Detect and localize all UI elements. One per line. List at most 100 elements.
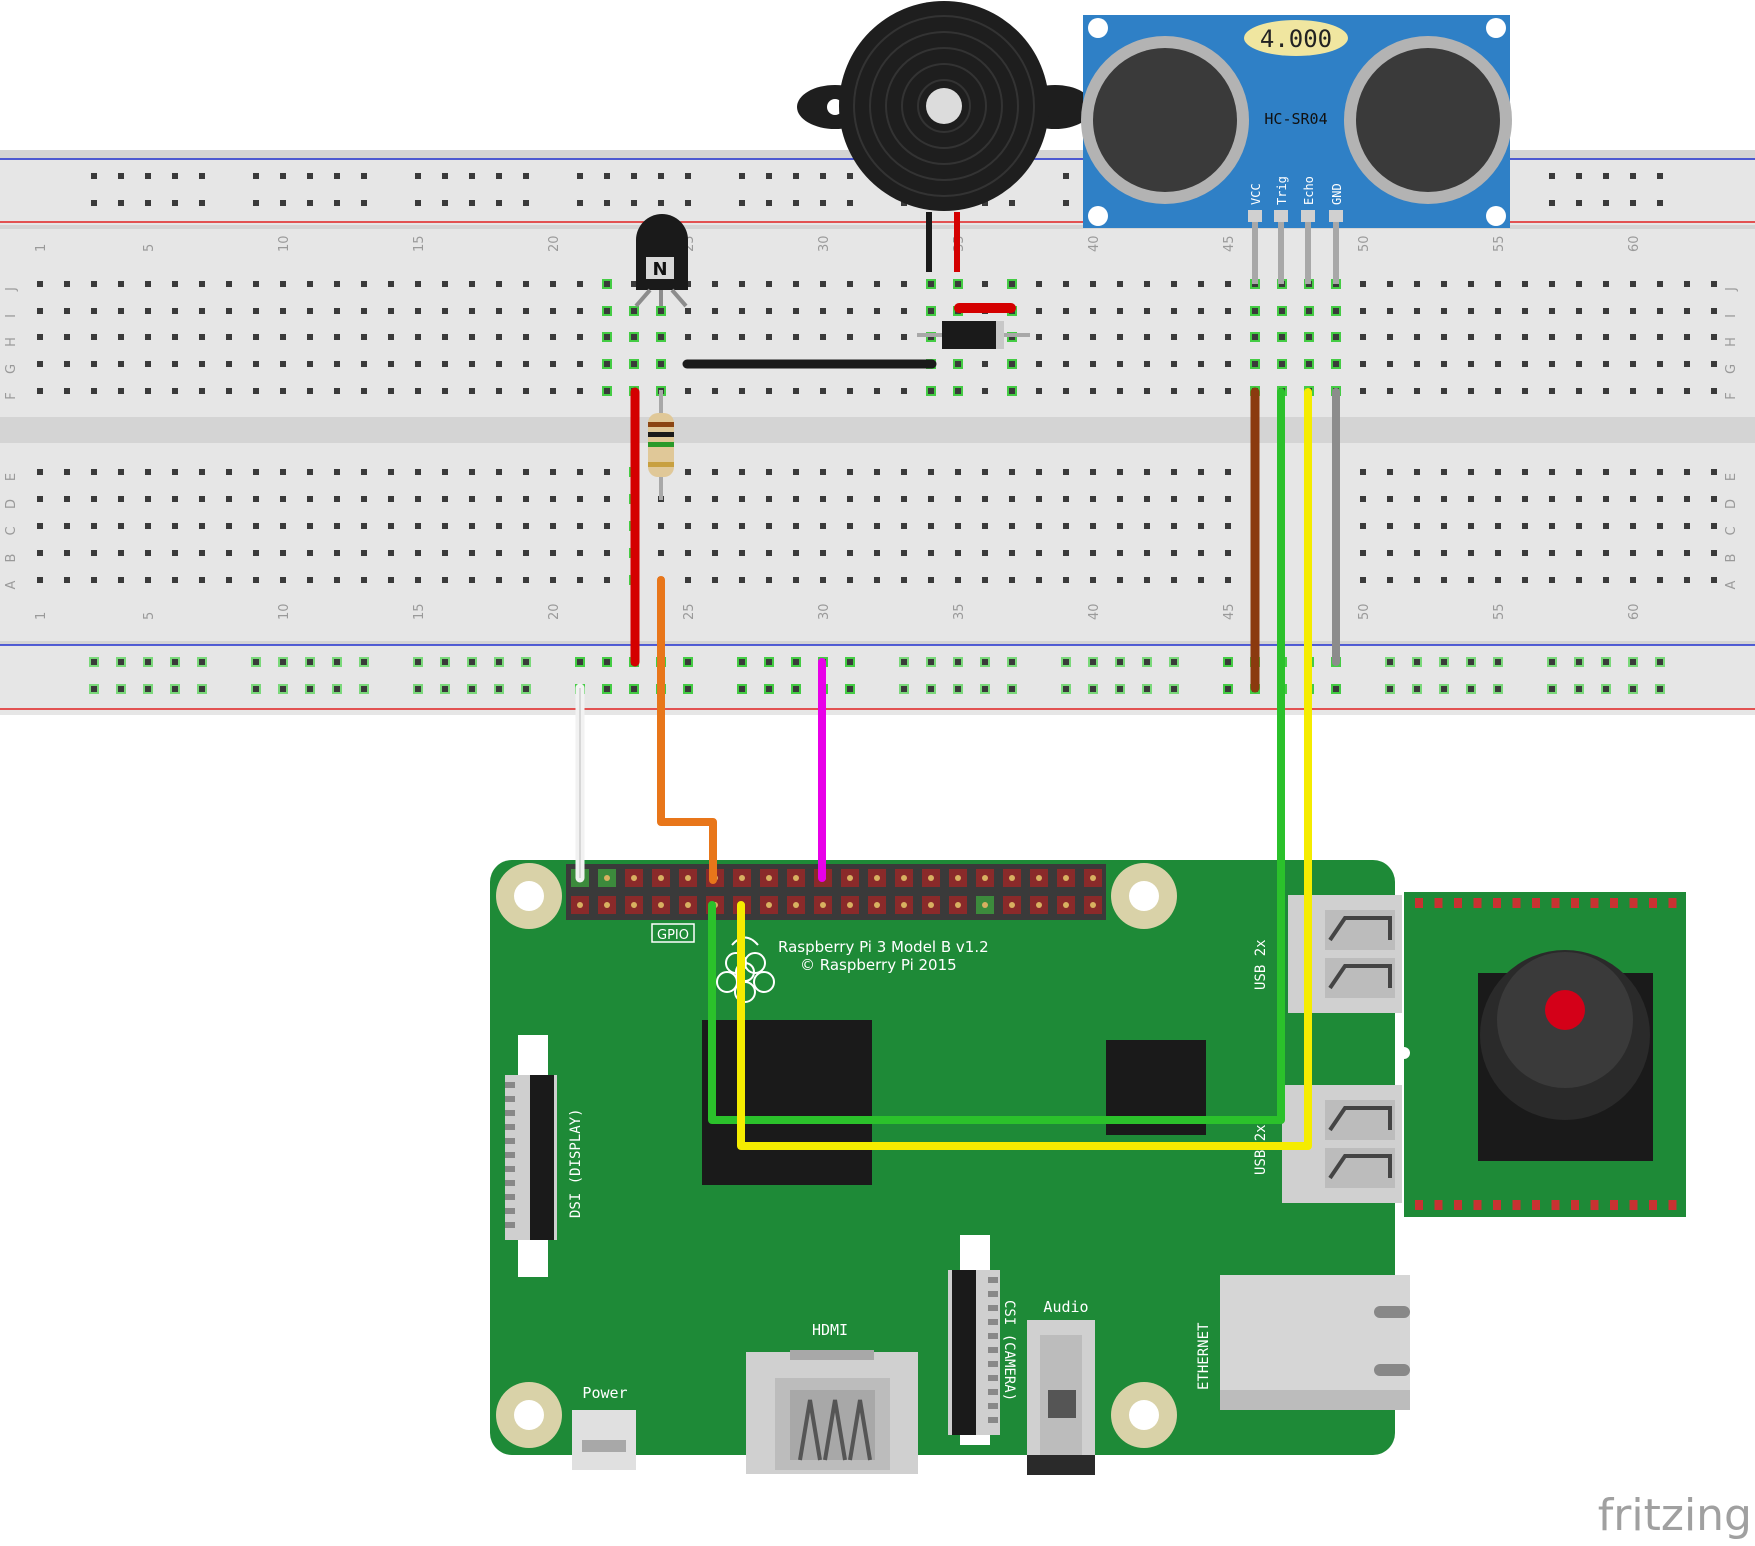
breadboard-hole xyxy=(1495,469,1501,475)
column-number: 1 xyxy=(34,244,49,252)
breadboard-hole xyxy=(496,281,502,287)
breadboard-hole xyxy=(91,281,97,287)
rail-hole xyxy=(1657,659,1663,665)
breadboard-hole xyxy=(1711,577,1717,583)
breadboard-hole xyxy=(766,496,772,502)
buzzer-red-lead xyxy=(954,212,960,272)
breadboard-hole xyxy=(64,334,70,340)
breadboard-hole xyxy=(982,469,988,475)
ethernet-port xyxy=(1220,1275,1410,1410)
breadboard-hole xyxy=(550,334,556,340)
breadboard-hole xyxy=(685,496,691,502)
breadboard-hole xyxy=(145,361,151,367)
column-number: 40 xyxy=(1087,603,1102,620)
breadboard-hole xyxy=(712,388,718,394)
breadboard-hole xyxy=(1468,496,1474,502)
breadboard-hole xyxy=(685,469,691,475)
breadboard-hole xyxy=(496,496,502,502)
breadboard-hole xyxy=(1171,523,1177,529)
breadboard-hole xyxy=(523,388,529,394)
breadboard-hole xyxy=(1171,469,1177,475)
rail-hole xyxy=(469,659,475,665)
breadboard-hole xyxy=(145,496,151,502)
breadboard-hole xyxy=(847,334,853,340)
rail-hole xyxy=(1630,659,1636,665)
breadboard-hole xyxy=(1036,361,1042,367)
breadboard-hole xyxy=(1603,334,1609,340)
rail-hole xyxy=(1468,686,1474,692)
breadboard-hole xyxy=(1414,308,1420,314)
sensor-display-text: 4.000 xyxy=(1260,25,1332,53)
rail-hole xyxy=(307,173,313,179)
breadboard-hole xyxy=(658,308,664,314)
rail-hole xyxy=(1117,686,1123,692)
rail-hole xyxy=(739,173,745,179)
breadboard-hole xyxy=(739,308,745,314)
breadboard-hole xyxy=(1090,469,1096,475)
breadboard-hole xyxy=(172,469,178,475)
rail-hole xyxy=(901,686,907,692)
breadboard-hole xyxy=(1549,361,1555,367)
breadboard-hole xyxy=(334,469,340,475)
row-letter: A xyxy=(1724,580,1739,589)
row-letter: H xyxy=(4,337,19,347)
breadboard-hole xyxy=(253,523,259,529)
breadboard-hole xyxy=(1063,334,1069,340)
breadboard-hole xyxy=(1441,577,1447,583)
rail-hole xyxy=(469,686,475,692)
breadboard-hole xyxy=(820,388,826,394)
breadboard-hole xyxy=(1252,308,1258,314)
breadboard-hole xyxy=(496,469,502,475)
breadboard-hole xyxy=(1387,469,1393,475)
breadboard-hole xyxy=(1468,388,1474,394)
breadboard-hole xyxy=(307,550,313,556)
camera-lens-center xyxy=(1545,990,1585,1030)
breadboard-hole xyxy=(604,334,610,340)
breadboard-hole xyxy=(1603,361,1609,367)
breadboard-hole xyxy=(469,469,475,475)
breadboard-hole xyxy=(253,469,259,475)
column-number: 25 xyxy=(682,603,697,620)
breadboard-hole xyxy=(1495,388,1501,394)
rail-hole xyxy=(739,200,745,206)
rail-hole xyxy=(523,200,529,206)
rail-hole xyxy=(1603,659,1609,665)
rail-hole xyxy=(145,659,151,665)
breadboard-hole xyxy=(604,469,610,475)
breadboard-hole xyxy=(1684,388,1690,394)
rail-hole xyxy=(496,659,502,665)
buzzer-black-lead xyxy=(926,212,932,272)
breadboard-hole xyxy=(1684,361,1690,367)
breadboard-hole xyxy=(1117,308,1123,314)
breadboard-hole xyxy=(1306,361,1312,367)
breadboard-hole xyxy=(91,361,97,367)
breadboard-hole xyxy=(1171,361,1177,367)
breadboard-hole xyxy=(658,361,664,367)
breadboard-hole xyxy=(1171,281,1177,287)
breadboard-hole xyxy=(1684,308,1690,314)
breadboard-hole xyxy=(334,334,340,340)
breadboard-hole xyxy=(1063,469,1069,475)
breadboard-hole xyxy=(442,577,448,583)
breadboard-hole xyxy=(1387,496,1393,502)
column-number: 45 xyxy=(1222,235,1237,252)
rail-hole xyxy=(1549,659,1555,665)
breadboard-hole xyxy=(280,388,286,394)
sensor-display xyxy=(1244,20,1348,56)
breadboard-hole xyxy=(1198,523,1204,529)
breadboard-hole xyxy=(1711,469,1717,475)
rail-hole xyxy=(253,659,259,665)
breadboard-hole xyxy=(1468,577,1474,583)
breadboard-hole xyxy=(820,281,826,287)
breadboard-hole xyxy=(739,334,745,340)
breadboard-hole xyxy=(199,361,205,367)
rail-hole xyxy=(199,659,205,665)
breadboard-hole xyxy=(928,523,934,529)
rail-hole xyxy=(1117,659,1123,665)
breadboard-hole xyxy=(253,388,259,394)
breadboard-hole xyxy=(145,523,151,529)
breadboard-hole xyxy=(334,388,340,394)
rail-hole xyxy=(253,686,259,692)
breadboard-hole xyxy=(1684,334,1690,340)
breadboard-hole xyxy=(1063,308,1069,314)
